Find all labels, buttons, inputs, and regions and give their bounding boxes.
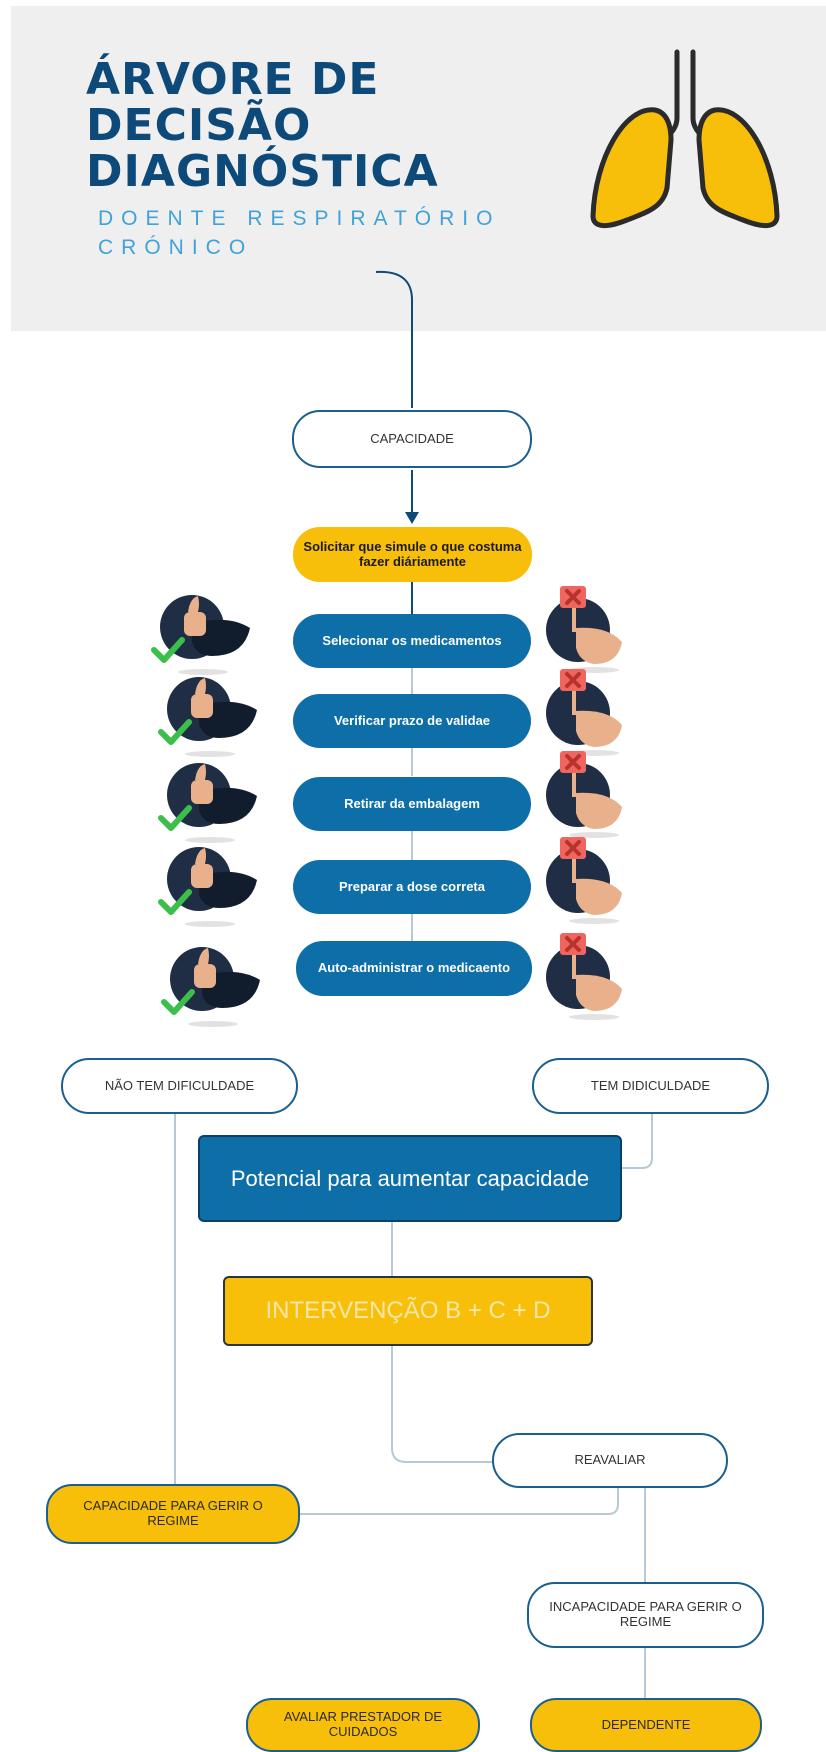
header-band	[11, 6, 826, 331]
step-select-medication: Selecionar os medicamentos	[293, 614, 531, 668]
thumbs-down-x-icon	[546, 586, 622, 673]
step-self-administer: Auto-administrar o medicaento	[296, 941, 532, 996]
thumbs-down-x-icon	[546, 933, 622, 1020]
step-check-validity: Verificar prazo de validae	[293, 694, 531, 748]
potential-node: Potencial para aumentar capacidade	[198, 1135, 622, 1222]
page-title-line-2: DECISÃO	[86, 100, 312, 151]
thumbs-up-check-icon	[161, 947, 260, 1027]
capable-node: CAPACIDADE PARA GERIR O REGIME	[46, 1484, 300, 1544]
thumbs-up-check-icon	[158, 677, 257, 757]
thumbs-down-x-icon	[546, 751, 622, 838]
thumbs-up-check-icon	[158, 847, 257, 927]
dependent-node: DEPENDENTE	[530, 1698, 762, 1752]
evaluate-caregiver-node: AVALIAR PRESTADOR DE CUIDADOS	[246, 1698, 480, 1752]
step-remove-packaging: Retirar da embalagem	[293, 777, 531, 831]
reassess-node: REAVALIAR	[492, 1433, 728, 1488]
intervention-node: INTERVENÇÃO B + C + D	[223, 1276, 593, 1346]
incapable-node: INCAPACIDADE PARA GERIR O REGIME	[527, 1582, 764, 1648]
thumbs-down-x-icon	[546, 669, 622, 756]
thumbs-down-x-icon	[546, 837, 622, 924]
has-difficulty-node: TEM DIDICULDADE	[532, 1058, 769, 1114]
step-prepare-dose: Preparar a dose correta	[293, 860, 531, 914]
page-title-line-1: ÁRVORE DE	[86, 54, 380, 105]
thumbs-up-check-icon	[158, 763, 257, 843]
thumbs-up-check-icon	[151, 595, 250, 675]
capacity-node: CAPACIDADE	[292, 410, 532, 468]
lungs-icon	[590, 49, 780, 228]
no-difficulty-node: NÃO TEM DIFICULDADE	[61, 1058, 298, 1114]
subtitle-line-1: DOENTE RESPIRATÓRIO	[98, 207, 501, 230]
request-node: Solicitar que simule o que costuma fazer…	[293, 527, 532, 582]
subtitle-line-2: CRÓNICO	[98, 236, 254, 259]
page-title-line-3: DIAGNÓSTICA	[86, 146, 439, 197]
